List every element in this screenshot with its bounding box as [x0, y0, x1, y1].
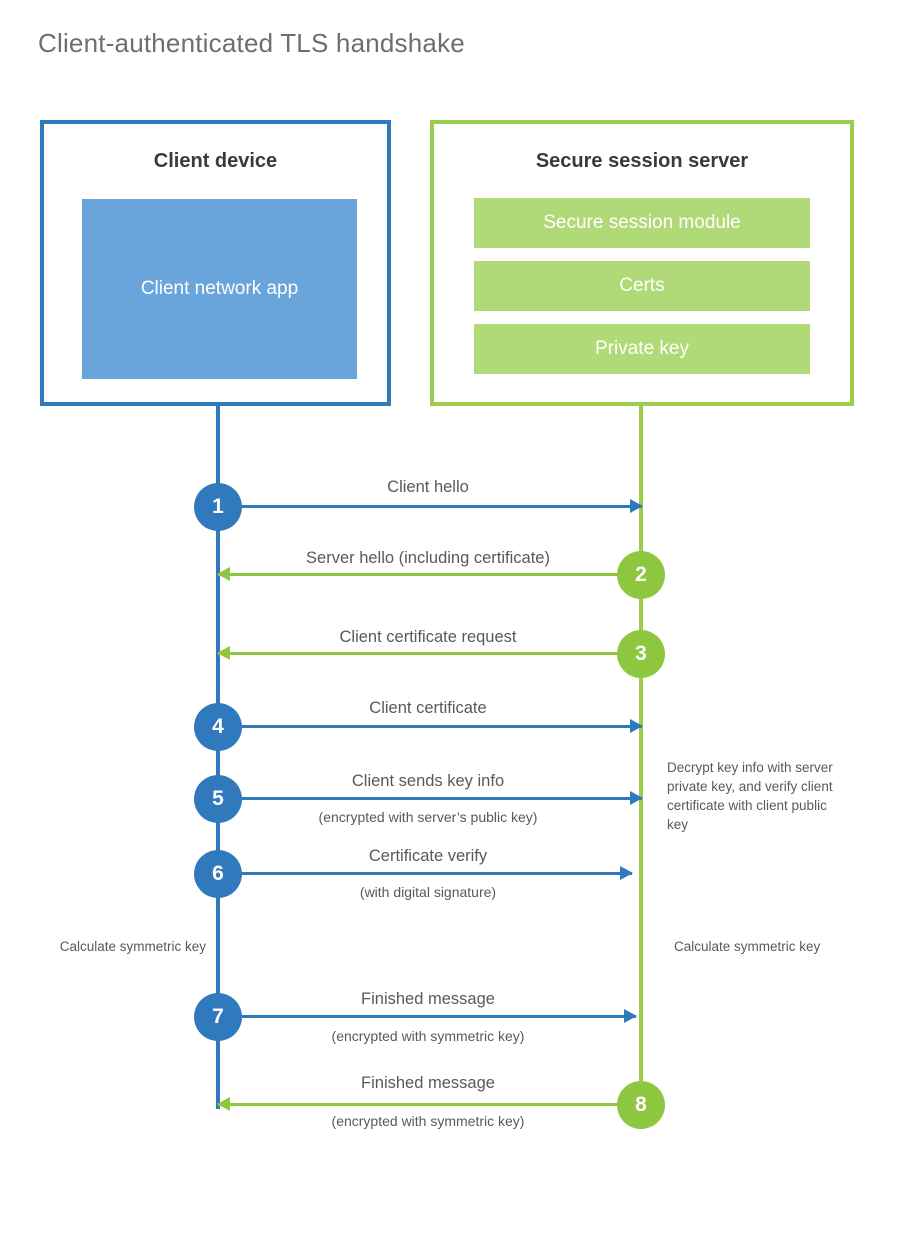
step-circle-7[interactable]: 7 — [194, 993, 242, 1041]
step-4-arrow — [218, 719, 643, 733]
arrow-head-icon — [630, 499, 643, 513]
step-5-arrow — [218, 791, 643, 805]
step-8-arrow — [217, 1097, 642, 1111]
step-3-arrow — [217, 646, 642, 660]
step-circle-3[interactable]: 3 — [617, 630, 665, 678]
step-7-sublabel: (encrypted with symmetric key) — [331, 1028, 525, 1044]
step-circle-2[interactable]: 2 — [617, 551, 665, 599]
arrow-head-icon — [217, 646, 230, 660]
step-1-arrow — [218, 499, 643, 513]
note-server-calculate-symmetric-key: Calculate symmetric key — [674, 939, 821, 954]
step-7-label: Finished message — [361, 990, 495, 1008]
server-bar-certs: Certs — [474, 261, 810, 311]
server-bar-private-key: Private key — [474, 324, 810, 374]
step-3-label: Client certificate request — [339, 628, 517, 646]
arrow-head-icon — [217, 567, 230, 581]
step-6-label: Certificate verify — [368, 847, 488, 865]
step-5-sublabel: (encrypted with server’s public key) — [318, 809, 538, 825]
page-title: Client-authenticated TLS handshake — [38, 28, 465, 58]
step-7-arrow — [218, 1009, 637, 1023]
step-1-label: Client hello — [387, 478, 469, 496]
note-client-calculate-symmetric-key: Calculate symmetric key — [59, 939, 206, 954]
secure-session-server-title: Secure session server — [535, 150, 749, 172]
actor-box-secure-session-server: Secure session server Secure session mod… — [430, 120, 854, 406]
step-circle-6[interactable]: 6 — [194, 850, 242, 898]
step-circle-8[interactable]: 8 — [617, 1081, 665, 1129]
step-6-arrow — [218, 866, 633, 880]
step-8-sublabel: (encrypted with symmetric key) — [331, 1113, 525, 1129]
server-lifeline — [639, 404, 643, 1107]
step-2-label: Server hello (including certificate) — [306, 549, 550, 567]
client-device-title: Client device — [153, 150, 278, 172]
step-circle-4[interactable]: 4 — [194, 703, 242, 751]
client-network-app-block: Client network app — [82, 199, 357, 379]
step-circle-1[interactable]: 1 — [194, 483, 242, 531]
step-5-label: Client sends key info — [351, 772, 505, 790]
step-2-arrow — [217, 567, 642, 581]
actor-box-client-device: Client device Client network app — [40, 120, 391, 406]
arrow-head-icon — [630, 719, 643, 733]
client-lifeline — [216, 404, 220, 1109]
arrow-head-icon — [624, 1009, 637, 1023]
step-6-sublabel: (with digital signature) — [359, 884, 497, 900]
arrow-head-icon — [620, 866, 633, 880]
arrow-head-icon — [217, 1097, 230, 1111]
step-8-label: Finished message — [361, 1074, 495, 1092]
step-4-label: Client certificate — [369, 699, 487, 717]
server-bar-secure-session-module: Secure session module — [474, 198, 810, 248]
arrow-head-icon — [630, 791, 643, 805]
note-server-decrypt-key-info: Decrypt key info with server private key… — [667, 760, 833, 833]
step-circle-5[interactable]: 5 — [194, 775, 242, 823]
